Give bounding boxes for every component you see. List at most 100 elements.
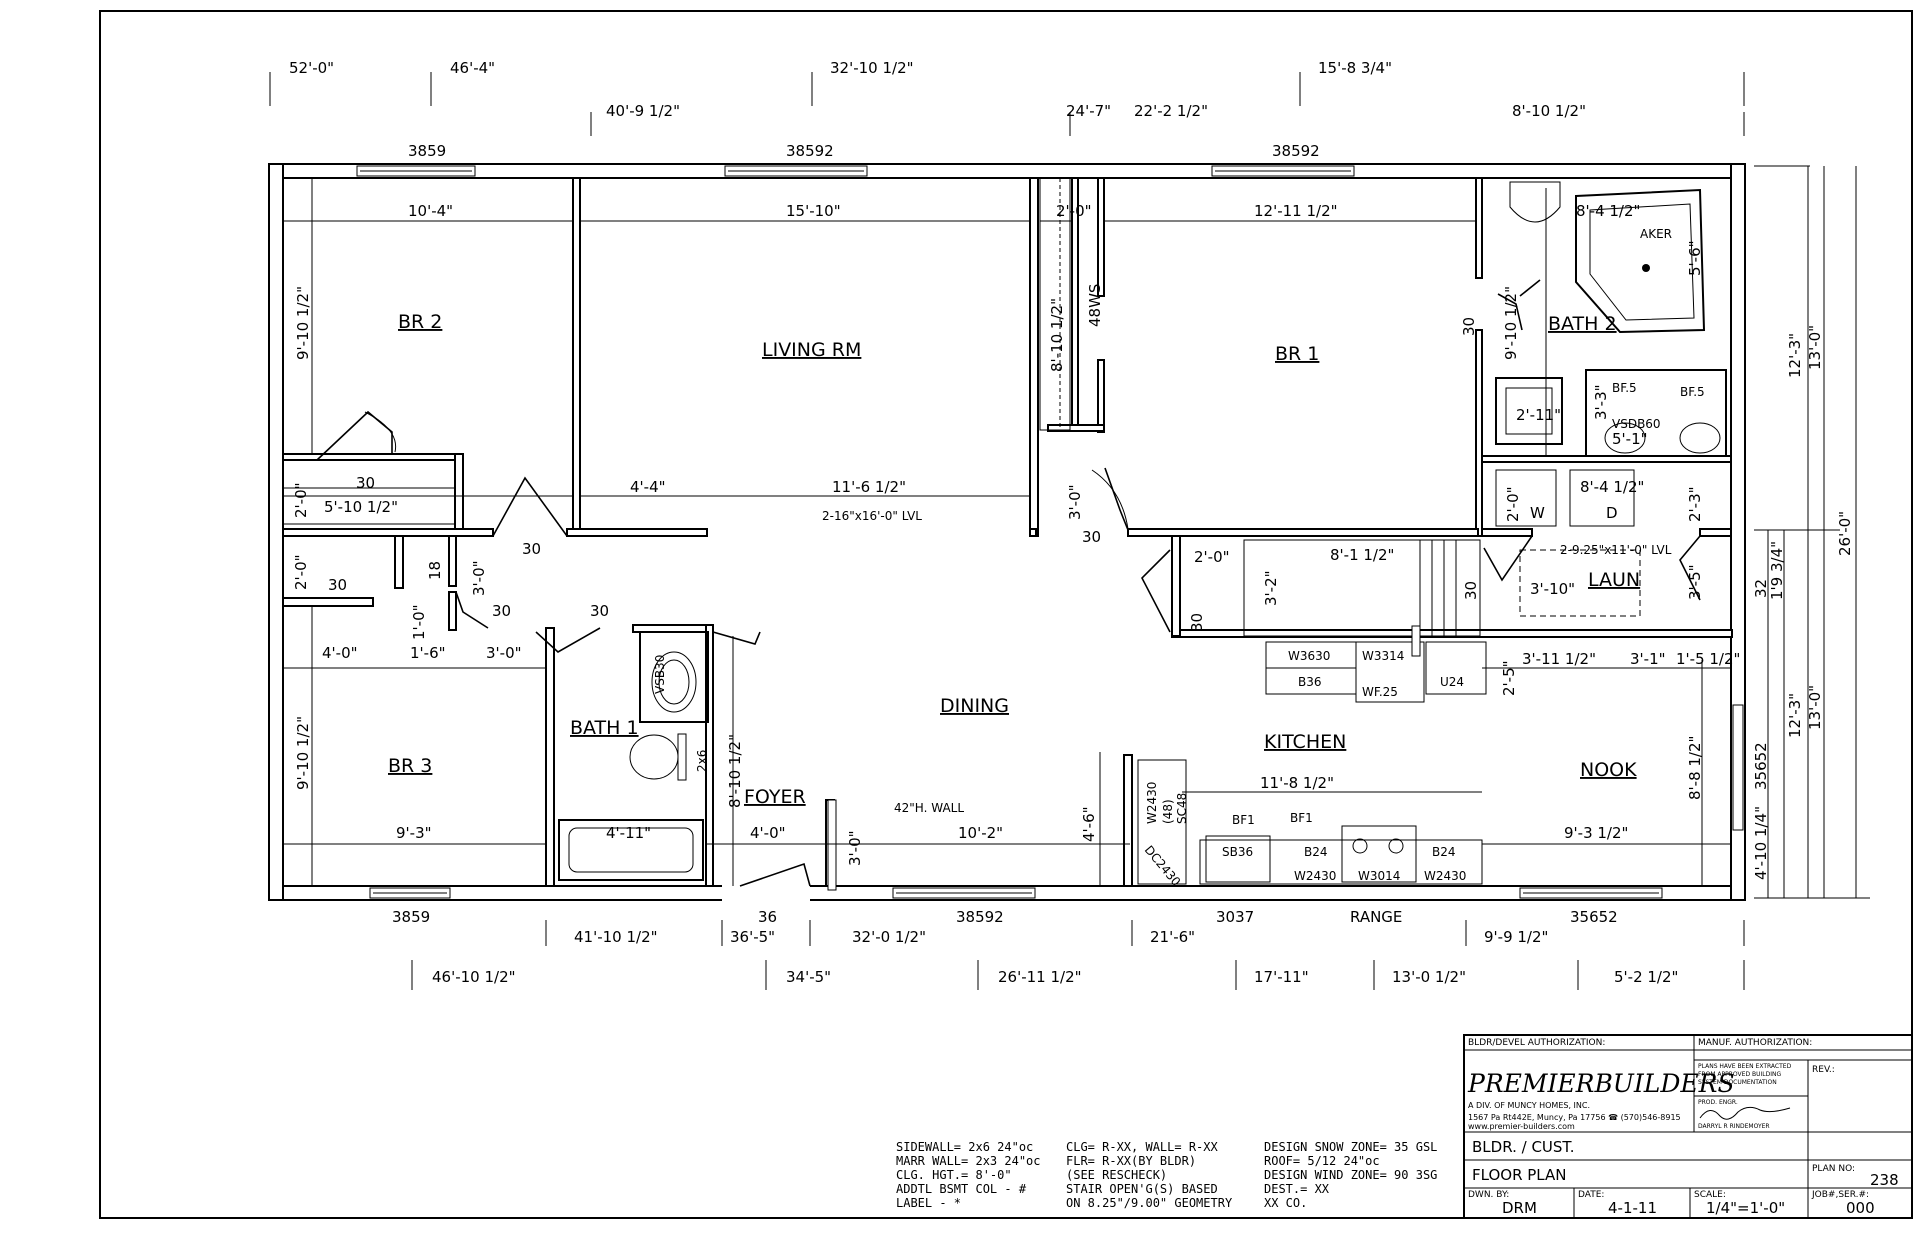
engineer-name: DARRYL R RINDEMOYER <box>1698 1123 1770 1130</box>
dim-bot-9: 9'-9 1/2" <box>1484 928 1548 946</box>
dim-laun-d: 3'-10" <box>1530 580 1575 598</box>
general-notes: SIDEWALL= 2x6 24"oc MARR WALL= 2x3 24"oc… <box>896 1140 1437 1210</box>
window-top-2: 38592 <box>786 142 834 160</box>
bf5-right: BF.5 <box>1680 385 1705 399</box>
dim-stair-door1: 30 <box>1188 613 1206 632</box>
ws-label: 48WS <box>1086 284 1104 327</box>
note-c2-1: CLG= R-XX, WALL= R-XX <box>1066 1140 1218 1154</box>
dim-living-w: 15'-10" <box>786 202 841 220</box>
dim-right-32: 32 <box>1752 579 1770 598</box>
dim-top-8: 8'-10 1/2" <box>1512 102 1586 120</box>
bottom-dimension-ticks <box>411 920 1745 990</box>
note-c2-2: FLR= R-XX(BY BLDR) <box>1066 1154 1196 1168</box>
dim-closet2-h: 2'-0" <box>292 482 310 518</box>
manuf-auth-label: MANUF. AUTHORIZATION: <box>1698 1038 1812 1048</box>
top-dimension-ticks <box>269 72 1745 136</box>
note-c1-4: ADDTL BSMT COL - # <box>896 1182 1027 1196</box>
washer: W <box>1530 504 1545 522</box>
interior-dim-lines <box>283 178 1730 886</box>
room-living: LIVING RM <box>762 339 861 361</box>
stamp-line-1: PLANS HAVE BEEN EXTRACTED <box>1698 1063 1792 1070</box>
date-label: DATE: <box>1578 1190 1604 1200</box>
beam-laun: 2-9.25"x11'-0" LVL <box>1560 543 1672 557</box>
room-br3: BR 3 <box>388 755 432 777</box>
dim-right-4-10: 4'-10 1/4" <box>1752 806 1770 880</box>
title-block: BLDR/DEVEL AUTHORIZATION: MANUF. AUTHORI… <box>1463 1034 1913 1219</box>
room-kitchen: KITCHEN <box>1264 731 1346 753</box>
dim-bath2-h: 9'-10 1/2" <box>1502 286 1520 360</box>
interior-walls <box>282 177 1733 887</box>
engineer-signature <box>1699 1106 1791 1120</box>
bf5-left: BF.5 <box>1612 381 1637 395</box>
dim-hall-h: 3'-0" <box>1066 484 1084 520</box>
dim-1-0: 1'-0" <box>410 604 428 640</box>
dim-br1-w: 12'-11 1/2" <box>1254 202 1338 220</box>
dim-laun-h: 2'-0" <box>1504 486 1522 522</box>
plan-type: FLOOR PLAN <box>1472 1166 1566 1184</box>
dim-stair-h: 3'-2" <box>1262 570 1280 606</box>
dim-stair-w: 8'-1 1/2" <box>1330 546 1394 564</box>
tub-label: AKER <box>1640 227 1672 241</box>
note-c1-5: LABEL - * <box>896 1196 961 1210</box>
dim-br3-w: 9'-3" <box>396 824 432 842</box>
dim-right-12b: 12'-3" <box>1786 693 1804 738</box>
sheet-border <box>99 10 1913 1219</box>
cab-b24-left: B24 <box>1304 845 1328 859</box>
company-web: www.premier-builders.com <box>1468 1122 1575 1131</box>
dim-kitchen-h: 4'-6" <box>1080 806 1098 842</box>
window-bottom-4: 35652 <box>1570 908 1618 926</box>
range-label: RANGE <box>1350 908 1402 926</box>
dim-nook-top3: 1'-5 1/2" <box>1676 650 1740 668</box>
dim-nook-top1: 3'-11 1/2" <box>1522 650 1596 668</box>
dim-bot-13: 13'-0 1/2" <box>1392 968 1466 986</box>
dim-closet2-w: 5'-10 1/2" <box>324 498 398 516</box>
job-label: JOB#,SER.#: <box>1811 1190 1869 1200</box>
company-address: 1567 Pa Rt442E, Muncy, Pa 17756 ☎ (570)5… <box>1468 1113 1681 1122</box>
room-foyer: FOYER <box>744 786 806 808</box>
note-c3-5: XX CO. <box>1264 1196 1307 1210</box>
date: 4-1-11 <box>1608 1199 1657 1217</box>
cab-sb36: SB36 <box>1222 845 1253 859</box>
prod-engr-label: PROD. ENGR. <box>1698 1099 1738 1106</box>
dim-top-32: 32'-10 1/2" <box>830 59 914 77</box>
dim-right-35652: 35652 <box>1752 742 1770 790</box>
dim-linen-door: 3'-0" <box>470 560 488 596</box>
plan-no: 238 <box>1870 1171 1899 1189</box>
company-division: A DIV. OF MUNCY HOMES, INC. <box>1468 1101 1590 1110</box>
dim-laun-w: 8'-4 1/2" <box>1580 478 1644 496</box>
window-top-1: 3859 <box>408 142 446 160</box>
cab-sb48: (48) <box>1161 799 1175 824</box>
dim-hall-door1: 30 <box>522 540 541 558</box>
half-wall-label: 42"H. WALL <box>894 801 964 815</box>
bldr-auth-label: BLDR/DEVEL AUTHORIZATION: <box>1468 1038 1605 1048</box>
dim-br3-closet-h: 2'-0" <box>292 554 310 590</box>
dim-top-15: 15'-8 3/4" <box>1318 59 1392 77</box>
job: 000 <box>1846 1199 1875 1217</box>
dwn-by: DRM <box>1502 1199 1537 1217</box>
dim-bot-46: 46'-10 1/2" <box>432 968 516 986</box>
cab-w3014: W3014 <box>1358 869 1400 883</box>
cab-w2430-left: W2430 <box>1294 869 1336 883</box>
scale: 1/4"=1'-0" <box>1706 1199 1785 1217</box>
scale-label: SCALE: <box>1694 1190 1726 1200</box>
room-bath2: BATH 2 <box>1548 313 1617 335</box>
dim-bot-36: 36'-5" <box>730 928 775 946</box>
dim-right-1-9: 1'9 3/4" <box>1768 541 1786 600</box>
exterior-walls <box>268 163 1746 901</box>
dim-shower-h: 3'-3" <box>1592 384 1610 420</box>
note-c3-4: DEST.= XX <box>1264 1182 1330 1196</box>
dim-living-r: 11'-6 1/2" <box>832 478 906 496</box>
dim-br2-h: 9'-10 1/2" <box>294 286 312 360</box>
cab-b24-right: B24 <box>1432 845 1456 859</box>
stamp-line-2: FROM APPROVED BUILDING <box>1698 1071 1781 1078</box>
dim-top-22: 22'-2 1/2" <box>1134 102 1208 120</box>
note-c2-3: (SEE RESCHECK) <box>1066 1168 1167 1182</box>
dim-tub1-w: 4'-11" <box>606 824 651 842</box>
dim-laun-h2: 2'-3" <box>1686 486 1704 522</box>
door-36: 36 <box>758 908 777 926</box>
dim-shower: 2'-11" <box>1516 406 1561 424</box>
dim-br2-w: 10'-4" <box>408 202 453 220</box>
dim-nook-top2: 3'-1" <box>1630 650 1666 668</box>
room-nook: NOOK <box>1580 759 1637 781</box>
